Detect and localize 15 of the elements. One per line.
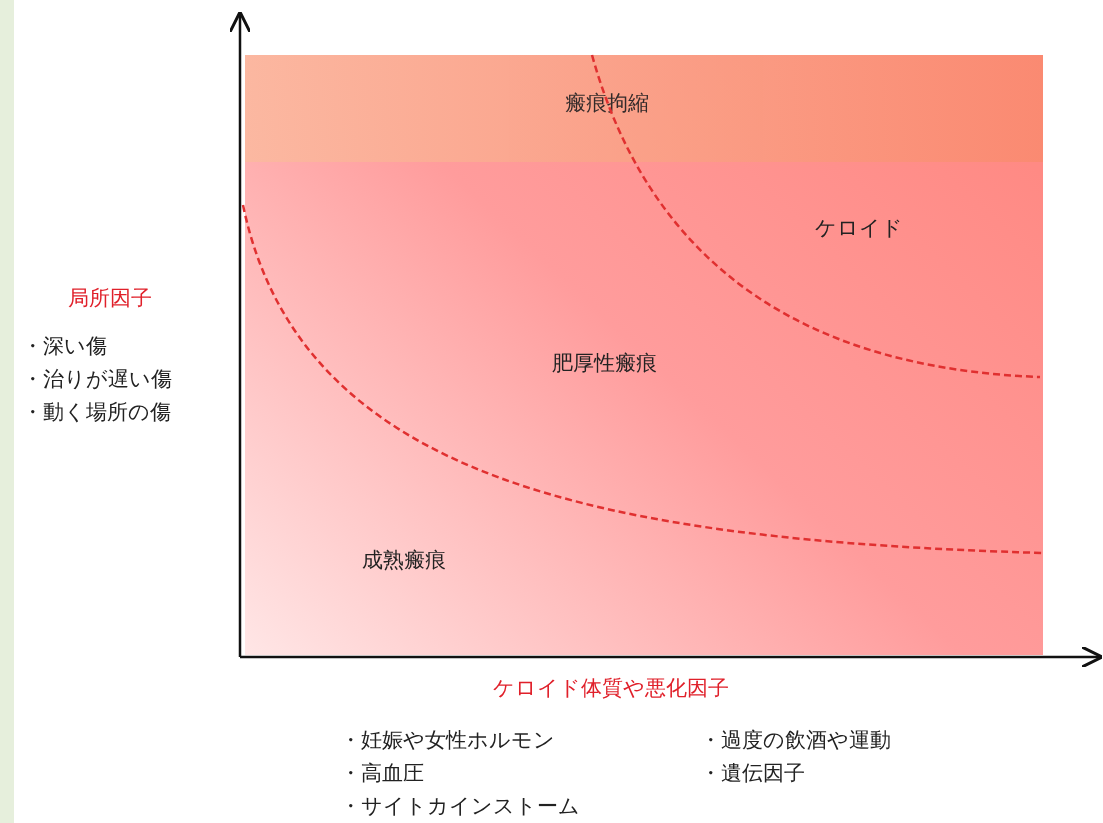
factor-item: ・過度の飲酒や運動 (700, 728, 891, 754)
factor-item: ・動く場所の傷 (22, 400, 171, 426)
band (245, 55, 1043, 162)
factor-item: ・深い傷 (22, 334, 107, 360)
factor-item: ・妊娠や女性ホルモン (340, 728, 555, 754)
factor-item: ・高血圧 (340, 761, 424, 787)
region-label: 成熟瘢痕 (362, 548, 446, 574)
region-label: ケロイド (815, 216, 903, 242)
factor-item: ・遺伝因子 (700, 761, 805, 787)
region-label: 瘢痕拘縮 (565, 91, 649, 117)
axis-title: 局所因子 (68, 286, 152, 312)
factor-item: ・治りが遅い傷 (22, 367, 172, 393)
factor-item: ・サイトカインストーム (340, 794, 580, 820)
region-label: 肥厚性瘢痕 (552, 351, 657, 377)
axis-title: ケロイド体質や悪化因子 (493, 676, 729, 702)
